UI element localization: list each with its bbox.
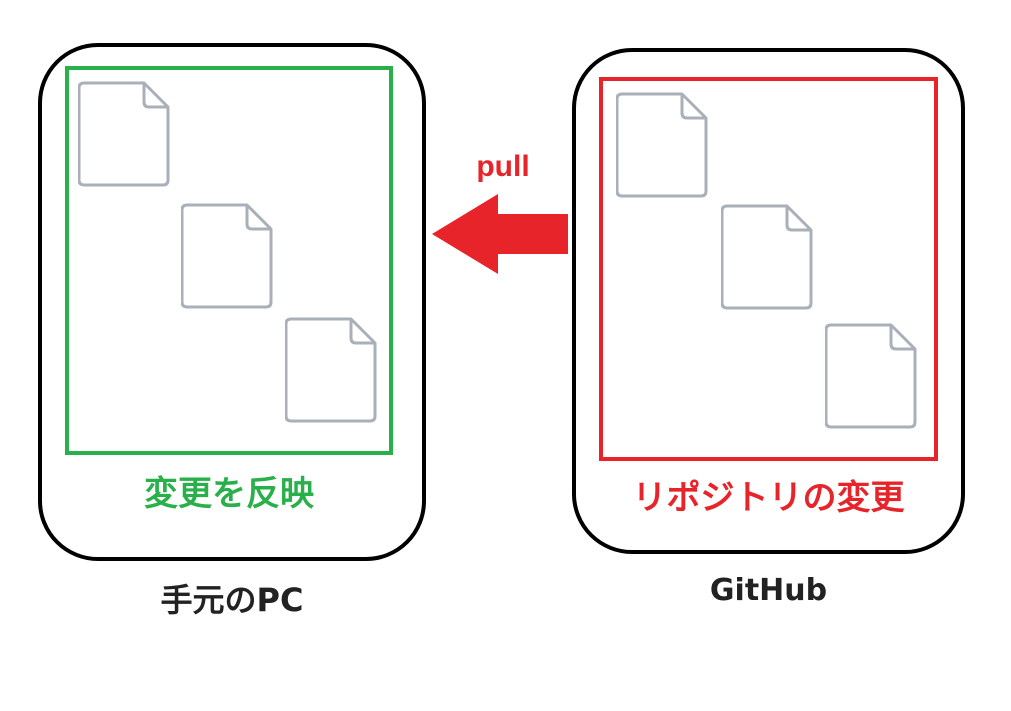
- document-icon: [78, 81, 170, 187]
- document-icon: [825, 323, 917, 429]
- pull-label: pull: [476, 150, 530, 183]
- local-caption: 変更を反映: [144, 474, 314, 514]
- document-icon: [721, 204, 813, 310]
- github-repository-frame: [599, 77, 938, 461]
- document-icon: [285, 317, 377, 423]
- document-icon: [616, 92, 708, 198]
- github-label: GitHub: [709, 573, 828, 608]
- github-caption: リポジトリの変更: [632, 478, 905, 518]
- document-icon: [181, 203, 273, 309]
- local-files-frame: [65, 66, 393, 455]
- pull-arrow-icon: [432, 194, 568, 274]
- local-pc-label: 手元のPC: [160, 581, 304, 619]
